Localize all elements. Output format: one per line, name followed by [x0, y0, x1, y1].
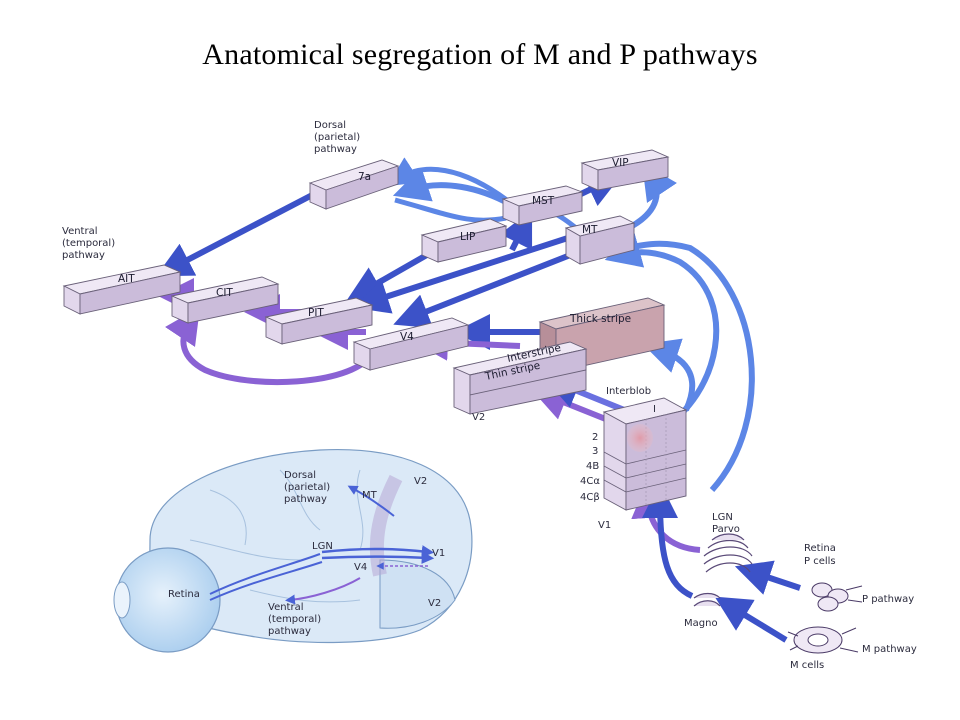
box-v4: V4 [352, 317, 470, 371]
box-pit: PIT [264, 297, 374, 345]
brain-ventral-line-1: Ventral [268, 602, 304, 613]
label-pit: PIT [308, 307, 324, 319]
label-parvo: Parvo [712, 524, 740, 535]
label-cit: CIT [216, 287, 233, 299]
label-mst: MST [532, 195, 555, 207]
label-retina-right: Retina [804, 543, 836, 554]
brain-label-v2-top: V2 [414, 476, 427, 487]
label-lgn: LGN [712, 512, 733, 523]
brain-ventral-line-3: pathway [268, 626, 311, 637]
label-mt: MT [582, 224, 598, 236]
dorsal-label-line-2: (parietal) [314, 132, 360, 143]
label-v2: V2 [472, 412, 485, 423]
brain-label-lgn: LGN [312, 541, 333, 552]
brain-ventral-line-2: (temporal) [268, 614, 321, 625]
ventral-label-line-1: Ventral [62, 226, 98, 237]
box-7a: 7a [308, 159, 400, 210]
brain-dorsal-line-1: Dorsal [284, 470, 316, 481]
label-p-cells: P cells [804, 556, 836, 567]
layer-label-4cb: 4Cβ [580, 492, 600, 503]
blob-shape [627, 424, 653, 452]
label-interblob: Interblob [606, 386, 651, 397]
arrow-mt-to-v4 [393, 249, 580, 329]
brain-label-mt: MT [362, 490, 378, 501]
brain-label-v1: V1 [432, 548, 445, 559]
box-cit: CIT [170, 276, 280, 324]
brain-label-v4: V4 [354, 562, 367, 573]
brain-label-v2-bottom: V2 [428, 598, 441, 609]
box-ait: AIT [62, 264, 182, 315]
arrow-mt-to-vip [630, 163, 677, 229]
v1-layer-labels: 2 3 4B 4Cα 4Cβ [580, 432, 600, 503]
layer-label-2: 2 [592, 432, 598, 443]
label-v4: V4 [400, 331, 414, 343]
label-p-pathway: P pathway [862, 594, 914, 605]
arrow-mt-to-7a [387, 157, 524, 214]
label-magno: Magno [684, 618, 718, 629]
arrow-mt-to-pit [352, 233, 575, 314]
box-mst: MST [501, 185, 584, 226]
arrow-v4-loop-to-cit [165, 307, 373, 386]
brain-label-retina: Retina [168, 589, 200, 600]
retina-p-cells [811, 582, 863, 612]
page-title: Anatomical segregation of M and P pathwa… [202, 38, 758, 71]
dorsal-label-line-3: pathway [314, 144, 357, 155]
ventral-label-line-3: pathway [62, 250, 105, 261]
label-m-pathway: M pathway [862, 644, 917, 655]
box-vip: VIP [580, 149, 670, 191]
dorsal-label-line-1: Dorsal [314, 120, 346, 131]
arrow-thickstripe-to-mt [604, 232, 720, 433]
arrow-7a-to-ait [156, 189, 320, 277]
brain-labels: Dorsal (parietal) pathway MT V2 LGN V1 V… [168, 470, 445, 637]
eye [115, 547, 221, 653]
label-v1: V1 [598, 520, 611, 531]
label-ait: AIT [118, 273, 135, 285]
brain-dorsal-line-3: pathway [284, 494, 327, 505]
arrow-magno-to-v1 [642, 482, 694, 599]
label-blob-letter: I [653, 404, 656, 415]
arrow-mst-to-lip [394, 197, 507, 223]
ventral-label-line-2: (temporal) [62, 238, 115, 249]
layer-label-3: 3 [592, 446, 598, 457]
box-mt: MT [564, 215, 636, 265]
arrow-v1-to-mt-outer [602, 228, 755, 493]
lgn-parvo-layers [703, 533, 753, 573]
brain-inset [113, 448, 473, 653]
box-lip: LIP [420, 218, 508, 263]
label-thick-stripe: Thick stripe [569, 313, 631, 325]
arrow-v1-to-thickstripe [642, 338, 696, 412]
label-lip: LIP [460, 231, 475, 243]
arrow-pcells-to-parvo [734, 560, 801, 595]
retina-m-cell [787, 626, 859, 654]
lgn-magno-layers [693, 592, 721, 607]
arrow-lip-to-mst [499, 209, 533, 252]
layer-label-4b: 4B [586, 461, 599, 472]
label-vip: VIP [612, 157, 629, 169]
label-m-cells: M cells [790, 660, 824, 671]
arrow-parvo-to-v1 [631, 482, 701, 553]
arrow-mcells-to-magno [714, 596, 788, 643]
dorsal-pathway-label: Dorsal (parietal) pathway [314, 120, 360, 155]
layer-label-4ca: 4Cα [580, 476, 600, 487]
brain-dorsal-line-2: (parietal) [284, 482, 330, 493]
ventral-pathway-label: Ventral (temporal) pathway [62, 226, 115, 261]
box-v1 [602, 397, 688, 511]
label-7a: 7a [358, 171, 371, 183]
